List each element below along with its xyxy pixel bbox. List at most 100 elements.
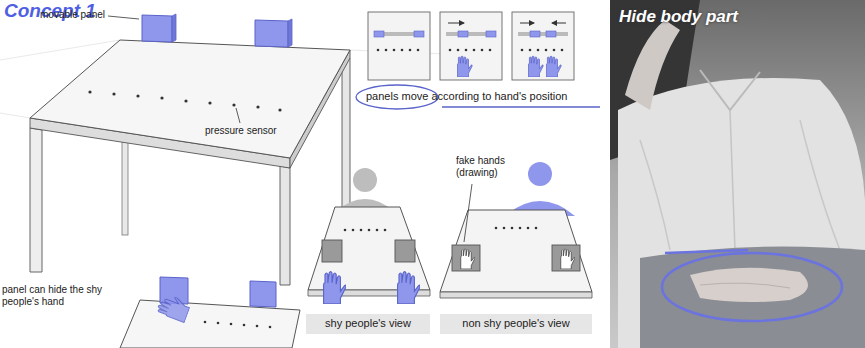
shy-view-sketch [395, 240, 415, 262]
non-shy-view-sketch [461, 249, 475, 269]
panel-frames [458, 31, 468, 37]
non-shy-view-sketch [519, 227, 522, 230]
non-shy-view-sketch [528, 162, 552, 186]
panel-frames [481, 49, 484, 52]
panel-frames [446, 32, 496, 36]
table-sketch [255, 20, 288, 47]
highlight-ellipse [662, 253, 842, 321]
photo-panel: Hide body part [610, 0, 865, 348]
shy-view-sketch [360, 229, 363, 232]
shy-view-sketch [306, 168, 430, 334]
non-shy-view-sketch [440, 210, 592, 292]
shy-view-sketch [398, 272, 420, 304]
panel-frames [521, 49, 524, 52]
note-label: panel can hide the shy people's hand [2, 284, 114, 308]
panel-frames [537, 49, 540, 52]
shy-view-sketch [368, 229, 371, 232]
non-shy-view-sketch [440, 292, 592, 298]
table-sketch [88, 90, 281, 111]
hidden-hand-sketch [204, 321, 272, 329]
panel-frames [448, 23, 464, 24]
panel-frames [401, 49, 404, 52]
hidden-hand-sketch [204, 321, 207, 324]
table-sketch [0, 113, 30, 118]
panel-frames [520, 23, 534, 24]
non-shy-view-sketch [535, 227, 538, 230]
table-sketch [256, 105, 259, 108]
underline-mark [442, 106, 600, 107]
table-sketch [30, 40, 350, 158]
table-sketch [288, 19, 292, 47]
panel-frames [440, 12, 502, 80]
non-shy-view-sketch [511, 227, 514, 230]
non-shy-view-sketch [440, 162, 592, 334]
table-sketch [142, 15, 172, 42]
photo [610, 0, 865, 348]
table-sketch [136, 94, 139, 97]
non-shy-view-sketch [527, 227, 530, 230]
table-sketch [280, 166, 290, 285]
table-sketch [88, 90, 91, 93]
photo [700, 70, 760, 110]
hidden-hand-sketch [156, 293, 191, 323]
non-shy-view-sketch [552, 245, 580, 271]
photo [625, 20, 680, 110]
shy-view-sketch [384, 229, 387, 232]
highlight-line [665, 250, 748, 253]
panel-frames [552, 23, 566, 24]
shy-view-sketch [324, 272, 346, 304]
shy-view-sketch [376, 229, 379, 232]
hidden-hand-sketch [156, 293, 191, 323]
panel-frames [530, 31, 540, 37]
note-label: panels move according to hand's position [366, 90, 567, 103]
panel-frames [486, 31, 496, 37]
photo [800, 120, 840, 250]
panel-frames [518, 32, 568, 36]
photo [730, 110, 735, 250]
panel-frames [458, 56, 473, 77]
panel-heading: Hide body part [619, 7, 738, 27]
non-shy-view-sketch [503, 227, 506, 230]
table-sketch [122, 128, 128, 235]
panel-frames [356, 12, 600, 109]
panel-frames [547, 56, 562, 77]
hidden-hand-sketch [217, 322, 220, 325]
photo [610, 0, 865, 348]
table-sketch [112, 92, 115, 95]
part-label: pressure sensor [205, 125, 277, 137]
panel-frames [512, 12, 574, 80]
part-label: movable panel [40, 9, 105, 21]
non-shy-view-sketch [561, 249, 575, 269]
panel-frames [457, 49, 460, 52]
panel-frames [417, 49, 420, 52]
leader-line [464, 184, 472, 242]
hidden-hand-sketch [230, 323, 233, 326]
hidden-hand-sketch [256, 325, 259, 328]
panel-frames [449, 49, 452, 52]
non-shy-view-sketch [452, 245, 480, 271]
leader-line [236, 108, 240, 123]
table-sketch [184, 99, 187, 102]
hidden-hand-sketch [120, 277, 300, 348]
panel-frames [377, 49, 380, 52]
shy-view-sketch [344, 229, 387, 232]
panel-frames [374, 32, 424, 36]
panel-frames [545, 49, 548, 52]
photo [640, 246, 865, 348]
photo [690, 268, 808, 302]
label-strip [306, 314, 430, 334]
photo [618, 78, 865, 348]
non-shy-view-sketch [495, 227, 498, 230]
panel-frames [385, 49, 388, 52]
shy-view-sketch [352, 229, 355, 232]
photo [700, 283, 790, 288]
panel-frames [414, 31, 424, 37]
callout-label: fake hands (drawing) [456, 155, 522, 179]
hidden-hand-sketch [243, 324, 246, 327]
panel-frames [473, 49, 476, 52]
shy-view-sketch [322, 240, 342, 262]
table-sketch [30, 128, 42, 272]
table-sketch [172, 14, 176, 42]
